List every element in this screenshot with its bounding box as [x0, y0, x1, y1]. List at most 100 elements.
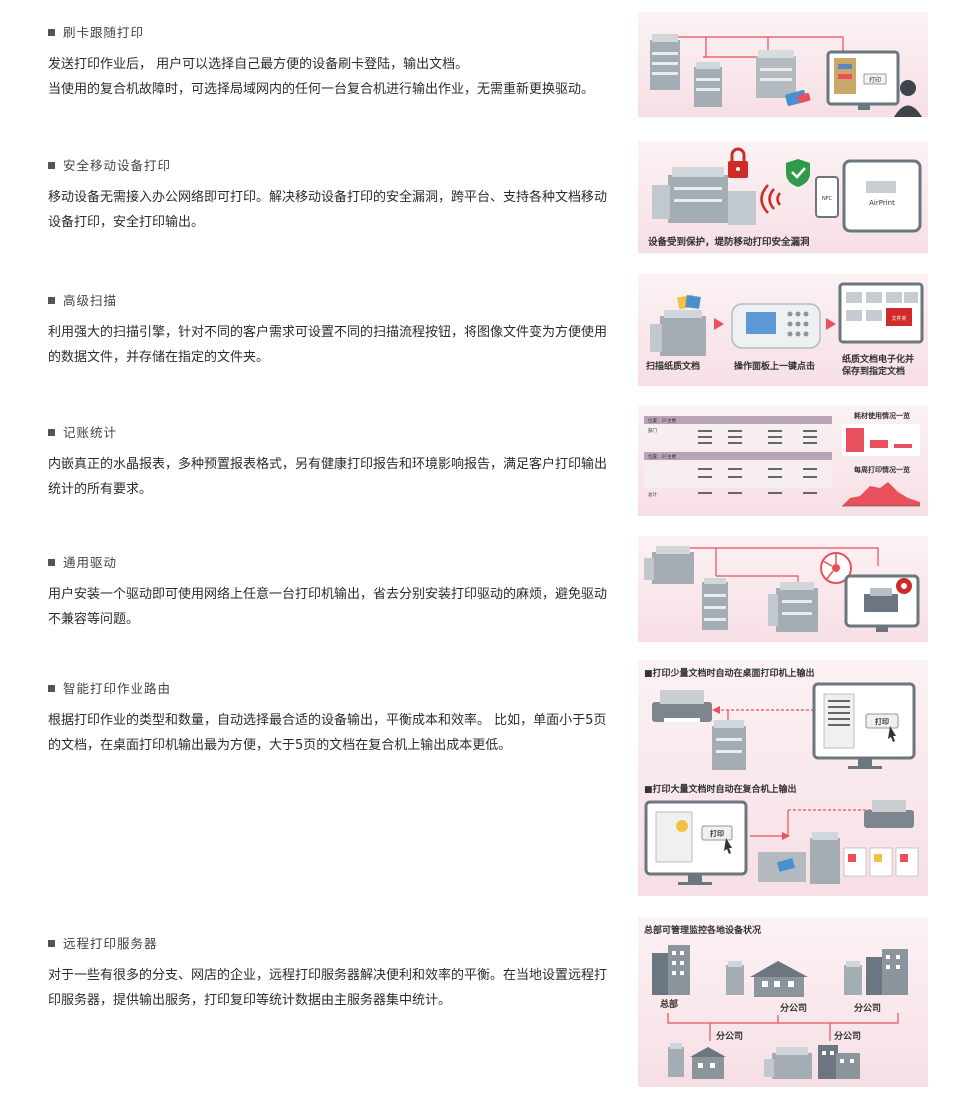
svg-text:NFC: NFC: [822, 196, 833, 202]
print-button: 打印: [865, 713, 899, 729]
section-title: 高级扫描: [48, 290, 117, 309]
branch-network-graphic: 总部可管理监控各地设备状况 总部 分公司: [644, 924, 908, 1079]
monitor-icon: 打印: [826, 50, 900, 110]
user-avatar-icon: [894, 80, 922, 117]
arrow-right-icon: [826, 318, 836, 330]
feature-section-universal-driver: 通用驱动 用户安装一个驱动即可使用网络上任意一台打印机输出，省去分别安装打印驱动…: [0, 536, 976, 658]
svg-text:操作面板上一键点击: 操作面板上一键点击: [734, 360, 815, 372]
feature-section-advanced-scan: 高级扫描 利用强大的扫描引擎，针对不同的客户需求可设置不同的扫描流程按钮，将图像…: [0, 274, 976, 396]
advanced-scan-illustration: 文件夹 扫描纸质文档 操作面板上一键点击 纸质文档电子化并 保存到指定文档: [638, 274, 928, 386]
svg-text:位置：2F主楼: 位置：2F主楼: [648, 453, 676, 460]
multifunction-printer-icon: [702, 578, 728, 630]
svg-text:文件夹: 文件夹: [891, 315, 906, 322]
desktop-printer-icon: [652, 690, 712, 722]
driver-disc-icon: [820, 552, 852, 584]
multifunction-printer-icon: [712, 720, 746, 770]
folder-icon: [886, 308, 912, 326]
multifunction-printer-icon: [764, 1047, 812, 1079]
control-panel-icon: [731, 303, 821, 349]
illustration-caption: 设备受到保护，堤防移动打印安全漏洞: [648, 236, 810, 248]
svg-text:保存到指定文档: 保存到指定文档: [841, 365, 905, 377]
svg-text:打印: 打印: [710, 829, 724, 838]
square-bullet-icon: [48, 297, 55, 304]
square-bullet-icon: [48, 559, 55, 566]
section-title: 安全移动设备打印: [48, 155, 171, 174]
section-description: 发送打印作业后， 用户可以选择自己最方便的设备刷卡登陆，输出文档。 当使用的复合…: [48, 57, 595, 97]
smart-routing-illustration: ■打印少量文档时自动在桌面打印机上输出 打印: [638, 660, 928, 896]
print-button: 打印: [701, 825, 733, 841]
monitor-icon: 打印: [644, 800, 748, 885]
section-title: 远程打印服务器: [48, 933, 158, 952]
multifunction-printer-icon: [758, 832, 840, 884]
gear-icon: [896, 578, 912, 594]
document-stack-icon: [843, 847, 919, 877]
folder-icon: [846, 292, 918, 321]
routing-graphic: ■打印少量文档时自动在桌面打印机上输出 打印: [644, 667, 919, 885]
svg-text:分公司: 分公司: [780, 1002, 807, 1014]
lock-icon: [728, 147, 748, 178]
svg-text:打印: 打印: [875, 717, 889, 726]
square-bullet-icon: [48, 429, 55, 436]
svg-text:位置：1F主楼: 位置：1F主楼: [648, 417, 676, 424]
multifunction-printer-icon: [644, 546, 694, 584]
monitor-icon: 打印: [812, 682, 916, 769]
multifunction-printer-icon: [844, 961, 862, 995]
building-icon: [690, 1047, 726, 1079]
desktop-printer-icon: [864, 800, 914, 828]
svg-text:每周打印情况一览: 每周打印情况一览: [854, 465, 910, 474]
feature-section-smart-routing: 智能打印作业路由 根据打印作业的类型和数量，自动选择最合适的设备输出，平衡成本和…: [0, 660, 976, 904]
square-bullet-icon: [48, 162, 55, 169]
tablet-icon: AirPrint: [842, 159, 922, 233]
remote-print-server-illustration: 总部可管理监控各地设备状况 总部 分公司: [638, 917, 928, 1087]
svg-text:打印: 打印: [869, 76, 881, 84]
scan-workflow-graphic: 文件夹 扫描纸质文档 操作面板上一键点击 纸质文档电子化并 保存到指定文档: [646, 282, 924, 377]
card-follow-print-illustration: 打印: [638, 12, 928, 117]
svg-text:■打印大量文档时自动在复合机上输出: ■打印大量文档时自动在复合机上输出: [644, 783, 797, 795]
section-description: 内嵌真正的水晶报表，多种预置报表格式，另有健康打印报告和环境影响报告，满足客户打…: [48, 457, 608, 497]
printer-network-graphic: 打印: [650, 34, 922, 117]
secure-mobile-print-illustration: NFC AirPrint 设备受到保护，堤防移动打印安全漏洞: [638, 141, 928, 253]
driver-network-graphic: [644, 546, 920, 632]
multifunction-printer-icon: [694, 62, 722, 107]
multifunction-printer-icon: [726, 961, 744, 995]
multifunction-printer-icon: [652, 167, 756, 225]
svg-text:扫描纸质文档: 扫描纸质文档: [646, 360, 700, 372]
id-card-icon: [785, 90, 811, 106]
wifi-signal-icon: [760, 184, 782, 214]
svg-text:分公司: 分公司: [854, 1002, 881, 1014]
smartphone-icon: NFC: [815, 176, 839, 218]
mobile-print-graphic: NFC AirPrint 设备受到保护，堤防移动打印安全漏洞: [648, 147, 922, 248]
svg-text:总部可管理监控各地设备状况: 总部可管理监控各地设备状况: [644, 924, 761, 936]
section-title: 记账统计: [48, 422, 117, 441]
square-bullet-icon: [48, 940, 55, 947]
network-line-icon: [667, 1013, 899, 1041]
svg-text:耗材使用情况一览: 耗材使用情况一览: [854, 411, 910, 420]
svg-text:AirPrint: AirPrint: [869, 199, 895, 207]
multifunction-printer-icon: [756, 50, 796, 98]
multifunction-printer-icon: [768, 582, 818, 632]
accounting-report-illustration: 位置：1F主楼 部门 位置：2F主楼 总计 耗材使用情况一览: [638, 406, 928, 516]
area-chart-icon: [842, 482, 920, 507]
square-bullet-icon: [48, 29, 55, 36]
house-icon: [750, 961, 808, 997]
section-description: 根据打印作业的类型和数量，自动选择最合适的设备输出，平衡成本和效率。 比如，单面…: [48, 713, 607, 753]
building-icon: [818, 1045, 860, 1079]
svg-text:部门: 部门: [648, 427, 657, 434]
feature-section-secure-mobile-print: 安全移动设备打印 移动设备无需接入办公网络即可打印。解决移动设备打印的安全漏洞，…: [0, 141, 976, 261]
report-graphic: 位置：1F主楼 部门 位置：2F主楼 总计 耗材使用情况一览: [644, 411, 920, 507]
svg-text:分公司: 分公司: [716, 1030, 743, 1042]
network-line-icon: [666, 36, 844, 67]
feature-section-remote-print-server: 远程打印服务器 对于一些有很多的分支、网店的企业，远程打印服务器解决便利和效率的…: [0, 917, 976, 1099]
svg-text:分公司: 分公司: [834, 1030, 861, 1042]
routing-line-icon: [750, 809, 872, 837]
feature-section-card-follow-print: 刷卡跟随打印 发送打印作业后， 用户可以选择自己最方便的设备刷卡登陆，输出文档。…: [0, 8, 976, 128]
section-title: 刷卡跟随打印: [48, 22, 144, 41]
building-icon: [866, 949, 908, 995]
svg-text:纸质文档电子化并: 纸质文档电子化并: [842, 353, 914, 365]
multifunction-printer-icon: [668, 1043, 684, 1077]
section-description: 利用强大的扫描引擎，针对不同的客户需求可设置不同的扫描流程按钮，将图像文件变为方…: [48, 325, 608, 365]
svg-text:总计: 总计: [648, 491, 657, 498]
section-title: 智能打印作业路由: [48, 678, 171, 697]
shield-icon: [786, 159, 810, 187]
report-table: 位置：1F主楼 部门 位置：2F主楼 总计: [644, 416, 832, 498]
